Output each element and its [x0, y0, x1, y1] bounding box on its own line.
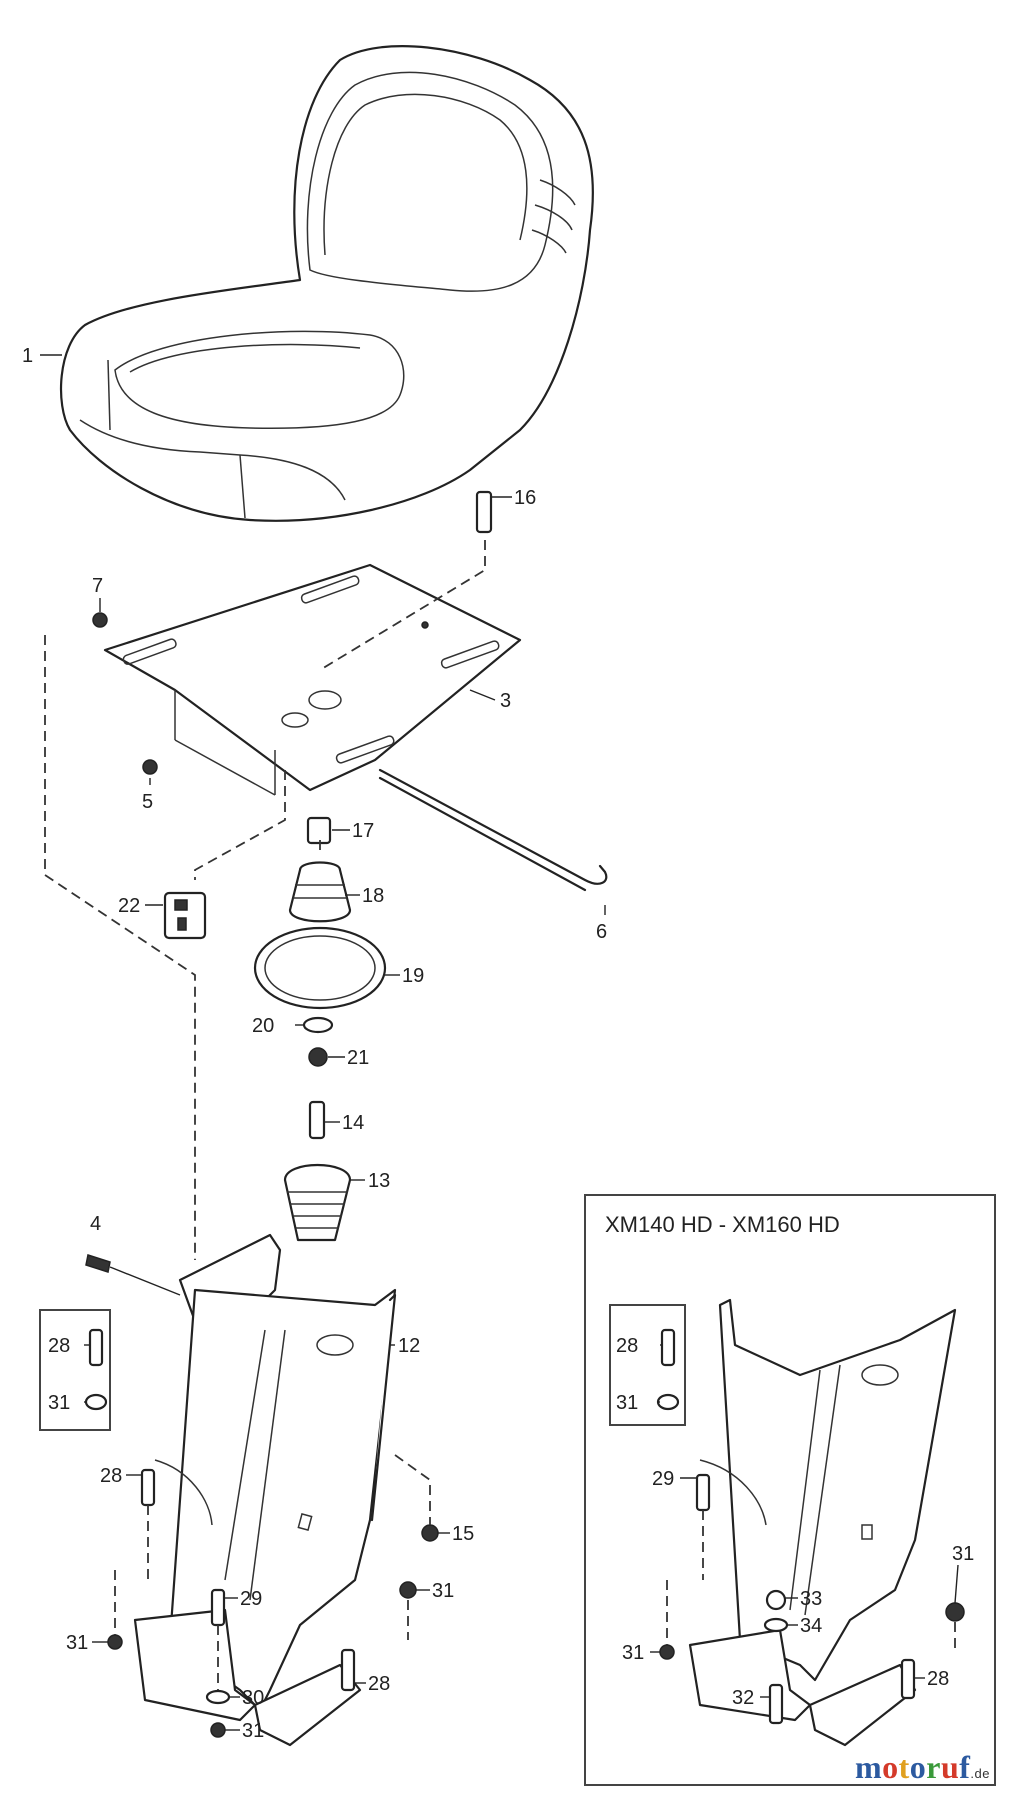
inset-callout-33: 33: [800, 1588, 822, 1610]
nut-31b: [107, 1634, 123, 1650]
spring-cone: [288, 861, 352, 923]
watermark-letter: u: [940, 1749, 960, 1785]
bushing: [306, 816, 332, 845]
callout-12: 12: [398, 1335, 420, 1357]
watermark-suffix: .de: [970, 1766, 990, 1781]
watermark-letter: f: [959, 1749, 971, 1785]
callout-4: 4: [90, 1213, 101, 1235]
nut-5: [142, 759, 158, 775]
callout-31d: 31: [242, 1720, 264, 1742]
watermark-logo: motoruf.de: [855, 1749, 990, 1786]
seat-bracket: [133, 1233, 397, 1747]
nut-7: [92, 612, 108, 628]
callout-17: 17: [352, 820, 374, 842]
seat-plate: [103, 563, 522, 796]
bolt-4: [85, 1254, 111, 1273]
callout-15: 15: [452, 1523, 474, 1545]
dish: [253, 926, 387, 1010]
nut-15: [421, 1524, 439, 1542]
inset-bracket: [688, 1298, 957, 1747]
callout-13: 13: [368, 1170, 390, 1192]
callout-3: 3: [500, 690, 511, 712]
inset-callout-28a: 28: [616, 1335, 638, 1357]
washer-30: [205, 1689, 231, 1705]
watermark-letter: o: [882, 1749, 899, 1785]
callout-29: 29: [240, 1588, 262, 1610]
callout-16: 16: [514, 487, 536, 509]
inset-detail-box: [609, 1304, 686, 1426]
callout-20: 20: [252, 1015, 274, 1037]
callout-31a: 31: [48, 1392, 70, 1414]
inset-callout-28b: 28: [927, 1668, 949, 1690]
inset-callout-34: 34: [800, 1615, 822, 1637]
adjustment-rod: [378, 768, 608, 892]
callout-28c: 28: [368, 1673, 390, 1695]
watermark-letter: m: [854, 1749, 883, 1785]
inset-callout-31c: 31: [622, 1642, 644, 1664]
bolt-29: [210, 1588, 226, 1627]
bolt-28c: [340, 1648, 356, 1692]
coil-spring: [283, 1164, 352, 1242]
seat-switch: [163, 891, 207, 940]
callout-6: 6: [596, 921, 607, 943]
callout-1: 1: [22, 345, 33, 367]
callout-21: 21: [347, 1047, 369, 1069]
callout-5: 5: [142, 791, 153, 813]
inset-title: XM140 HD - XM160 HD: [605, 1212, 840, 1237]
callout-14: 14: [342, 1112, 364, 1134]
watermark-letter: r: [926, 1749, 941, 1785]
nut: [308, 1047, 328, 1067]
detail-box: [39, 1309, 111, 1431]
inset-callout-31b: 31: [952, 1543, 974, 1565]
nut-31c: [399, 1581, 417, 1599]
callout-22: 22: [118, 895, 140, 917]
inset-callout-31a: 31: [616, 1392, 638, 1414]
bolt-28b: [140, 1468, 156, 1507]
watermark-letter: o: [909, 1749, 927, 1785]
bolt-16: [475, 490, 493, 534]
bolt-14: [308, 1100, 326, 1140]
inset-callout-32: 32: [732, 1687, 754, 1709]
callout-7: 7: [92, 575, 103, 597]
callout-31b: 31: [66, 1632, 88, 1654]
callout-28b: 28: [100, 1465, 122, 1487]
callouts: 1 3 4 5 6 7 12 13 14 15 16 17 18 19 20 2…: [22, 345, 974, 1742]
callout-31c: 31: [432, 1580, 454, 1602]
callout-28a: 28: [48, 1335, 70, 1357]
watermark-letter: t: [898, 1749, 910, 1785]
washer: [302, 1016, 334, 1034]
callout-19: 19: [402, 965, 424, 987]
inset-frame: [584, 1194, 996, 1786]
seat: [59, 45, 594, 522]
callout-30: 30: [242, 1687, 264, 1709]
inset-callout-29: 29: [652, 1468, 674, 1490]
leader-lines: [40, 354, 959, 1731]
callout-18: 18: [362, 885, 384, 907]
nut-31d: [210, 1722, 226, 1738]
